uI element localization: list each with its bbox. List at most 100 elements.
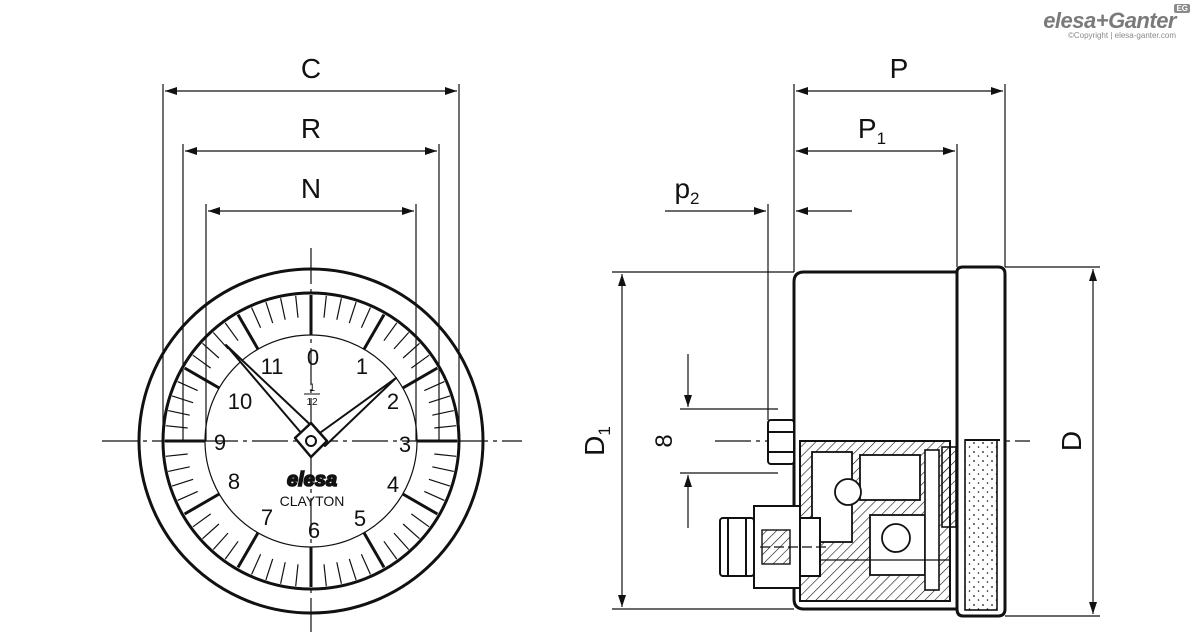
minor-tick: [168, 410, 190, 416]
minor-tick: [402, 523, 420, 540]
minor-tick: [348, 301, 357, 324]
side-view: P P1 p2 D1 D 8: [579, 53, 1100, 618]
brand-badge: EG: [1174, 4, 1190, 13]
dial-numbers: 0 1 2 3 4 5 6 7 8 9 10 11: [214, 345, 411, 543]
minor-tick: [224, 322, 239, 342]
minor-tick: [410, 354, 430, 369]
major-tick: [402, 366, 439, 390]
dial-ticks: [165, 295, 457, 587]
minor-tick: [424, 490, 445, 501]
dial-number-3: 3: [399, 432, 411, 457]
dial-number-2: 2: [387, 389, 399, 414]
minor-tick: [434, 425, 457, 429]
label-p1-main: P: [858, 113, 877, 144]
minor-tick: [383, 540, 398, 560]
major-tick: [236, 532, 260, 569]
minor-tick: [402, 342, 420, 359]
dial-number-1: 1: [356, 354, 368, 379]
label-d1-sub: 1: [595, 426, 614, 435]
minor-tick: [171, 478, 194, 487]
minor-tick: [165, 453, 188, 457]
minor-tick: [192, 513, 212, 528]
minor-tick: [336, 562, 342, 584]
label-p2-sub: 2: [690, 189, 699, 208]
dial-number-8: 8: [228, 469, 240, 494]
mounting-stud: [767, 419, 795, 465]
cutaway-section: [799, 439, 1000, 611]
label-d1: D1: [579, 426, 614, 456]
dial-number-0: 0: [307, 345, 319, 370]
outer-bezel: [137, 267, 485, 615]
short-hand: [316, 377, 397, 447]
minor-tick: [177, 490, 198, 501]
label-r: R: [301, 113, 321, 144]
minor-tick: [251, 307, 262, 328]
minor-tick: [410, 513, 430, 528]
minor-tick: [212, 332, 229, 350]
dial-logo: elesa: [287, 469, 337, 491]
minor-tick: [424, 381, 445, 392]
minor-tick: [165, 425, 188, 429]
dial-number-10: 10: [228, 389, 252, 414]
label-p: P: [890, 53, 909, 84]
label-d1-main: D: [579, 436, 610, 456]
minor-tick: [202, 523, 220, 540]
minor-tick: [393, 532, 410, 550]
dial-number-9: 9: [214, 430, 226, 455]
minor-tick: [360, 554, 371, 575]
svg-text:P1: P1: [858, 113, 886, 148]
dial-number-5: 5: [354, 506, 366, 531]
major-tick: [183, 366, 220, 390]
major-tick: [362, 532, 386, 569]
label-p1-sub: 1: [877, 129, 886, 148]
dial-fraction-bottom: 12: [306, 397, 318, 408]
major-tick: [402, 492, 439, 516]
minor-tick: [251, 554, 262, 575]
minor-tick: [295, 564, 299, 587]
dial-number-11: 11: [261, 354, 284, 379]
brand-name: elesa+Ganter: [1043, 8, 1176, 33]
label-c: C: [301, 53, 321, 84]
minor-tick: [336, 298, 342, 320]
minor-tick: [280, 562, 286, 584]
gauge-hands: [225, 344, 397, 459]
minor-tick: [168, 466, 190, 472]
minor-tick: [323, 564, 327, 587]
dial-model: CLAYTON: [280, 493, 345, 509]
dimension-r: [182, 144, 440, 441]
dimension-c: [162, 84, 460, 441]
minor-tick: [360, 307, 371, 328]
major-tick: [183, 492, 220, 516]
label-8: 8: [651, 434, 678, 447]
minor-tick: [192, 354, 212, 369]
dial-number-7: 7: [261, 505, 273, 530]
svg-text:p2: p2: [674, 173, 699, 208]
major-tick: [362, 313, 386, 350]
dial-fraction-top: 1: [309, 382, 315, 394]
minor-tick: [224, 540, 239, 560]
minor-tick: [265, 301, 274, 324]
minor-tick: [348, 558, 357, 581]
minor-tick: [202, 342, 220, 359]
minor-tick: [295, 295, 299, 318]
minor-tick: [177, 381, 198, 392]
minor-tick: [393, 332, 410, 350]
dial-number-6: 6: [308, 518, 320, 543]
label-n: N: [301, 173, 321, 204]
brand-copyright: ©Copyright | elesa-ganter.com: [1067, 31, 1176, 40]
minor-tick: [323, 295, 327, 318]
label-d: D: [1056, 431, 1087, 451]
minor-tick: [280, 298, 286, 320]
brand-logo: elesa+Ganter ©Copyright | elesa-ganter.c…: [1043, 4, 1190, 40]
minor-tick: [428, 478, 451, 487]
label-p2-main: p: [674, 173, 690, 204]
dimension-n: [205, 204, 417, 441]
minor-tick: [212, 532, 229, 550]
minor-tick: [432, 410, 454, 416]
front-view: C R N 0 1 2 3 4 5 6 7 8 9 10 11 1 12 ele…: [102, 53, 522, 632]
minor-tick: [383, 322, 398, 342]
major-tick: [236, 313, 260, 350]
minor-tick: [265, 558, 274, 581]
connection-fitting: [719, 505, 830, 589]
